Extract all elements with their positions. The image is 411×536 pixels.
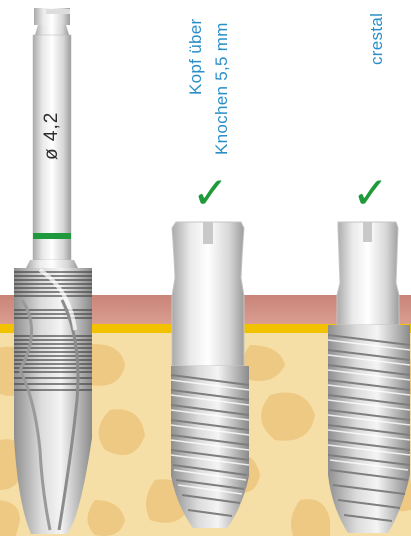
implant-1-label-line1: Kopf über [186, 19, 206, 95]
check-icon-implant-2: ✓ [352, 168, 389, 219]
implant-1-label-line2: Knochen 5,5 mm [212, 22, 232, 155]
implant-2-label: crestal [367, 13, 387, 65]
drill-diameter-label: ø 4,2 [41, 112, 63, 160]
implant-head-above-bone [171, 222, 249, 528]
twist-drill [14, 8, 92, 534]
drill-marker-ring [33, 233, 71, 239]
check-icon-implant-1: ✓ [192, 168, 229, 219]
implant-crestal [328, 222, 410, 533]
